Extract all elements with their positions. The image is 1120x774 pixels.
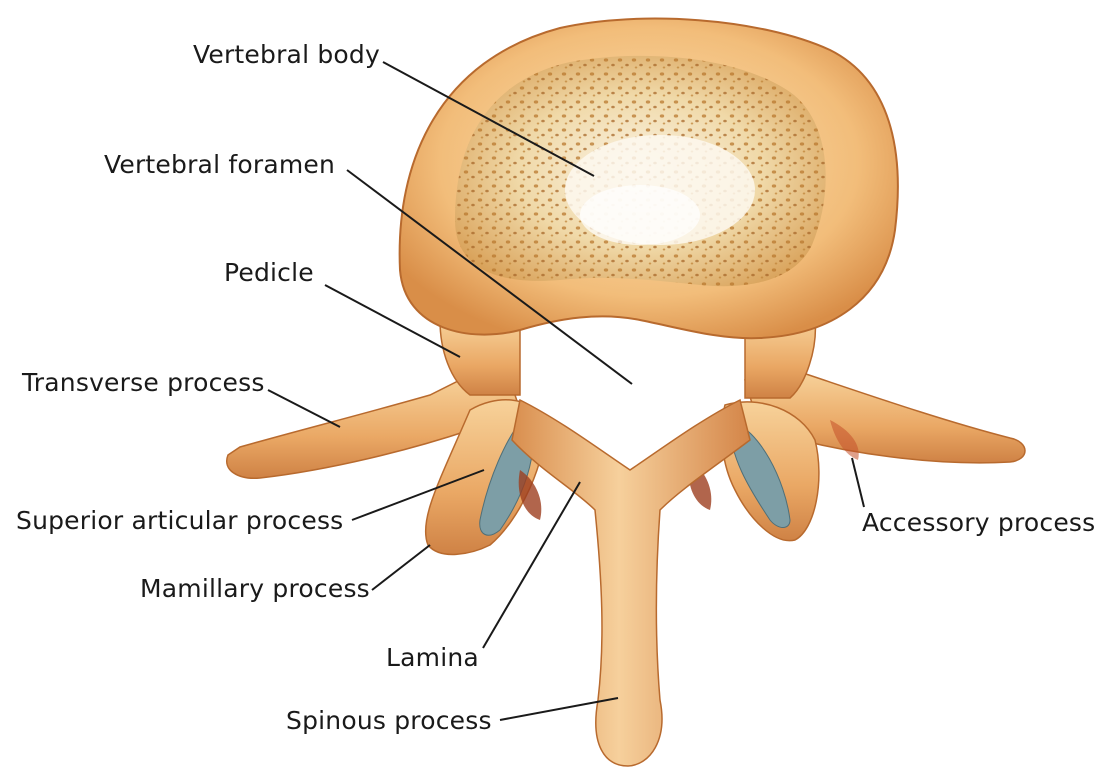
leader-mamillary xyxy=(372,545,430,590)
label-accessory-process: Accessory process xyxy=(862,510,1095,535)
label-mamillary-process: Mamillary process xyxy=(140,576,370,601)
label-spinous-process: Spinous process xyxy=(286,708,492,733)
label-vertebral-body: Vertebral body xyxy=(193,42,380,67)
label-lamina: Lamina xyxy=(386,645,479,670)
leader-accessory xyxy=(852,458,864,507)
label-superior-articular-process: Superior articular process xyxy=(16,508,343,533)
label-transverse-process: Transverse process xyxy=(22,370,265,395)
label-pedicle: Pedicle xyxy=(224,260,314,285)
label-vertebral-foramen: Vertebral foramen xyxy=(104,152,335,177)
leader-transverse-process xyxy=(268,390,340,427)
